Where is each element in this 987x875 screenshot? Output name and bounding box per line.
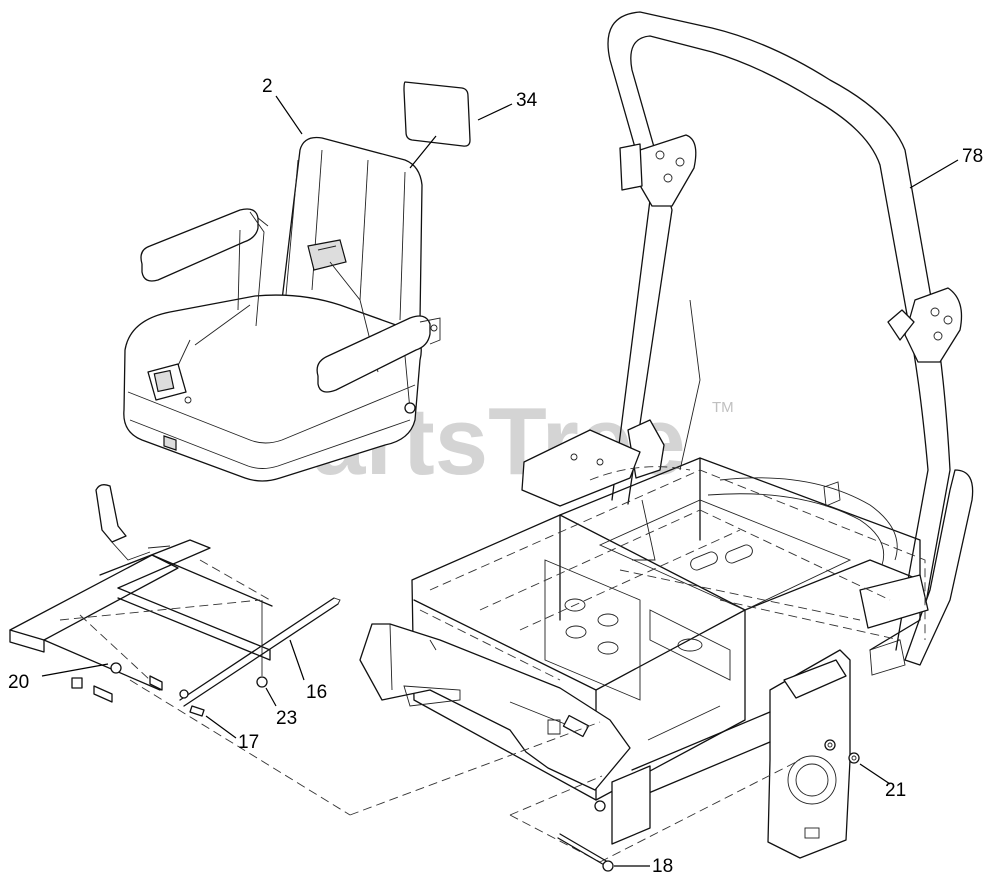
callout-label-23: 23 [276,708,297,729]
seat-assembly [123,136,441,482]
callout-20: 20 [8,663,109,693]
watermark-trademark: TM [712,399,734,416]
callout-label-2: 2 [262,76,273,97]
callout-label-16: 16 [306,682,327,703]
callout-21: 21 [859,763,906,801]
decal-label [403,81,471,147]
callout-17: 17 [205,715,259,753]
callout-23: 23 [265,687,297,729]
callout-label-78: 78 [962,146,983,167]
flange-nut-part-21 [848,752,860,764]
callout-34: 34 [409,90,538,169]
pin-part-18 [557,833,614,872]
callout-label-20: 20 [8,672,29,693]
callout-18: 18 [614,856,673,875]
frame-assembly [359,429,929,859]
callout-2: 2 [262,76,303,135]
callout-78: 78 [909,146,983,189]
roll-bar-assembly [607,11,974,666]
callout-label-17: 17 [238,732,259,753]
callouts: 2 34 78 20 16 23 17 21 [8,76,983,875]
hidden-lines [129,466,926,863]
callout-16: 16 [289,639,327,703]
callout-label-34: 34 [516,90,538,111]
callout-label-18: 18 [652,856,673,875]
seat-slide-plate [9,484,341,717]
callout-label-21: 21 [885,780,906,801]
